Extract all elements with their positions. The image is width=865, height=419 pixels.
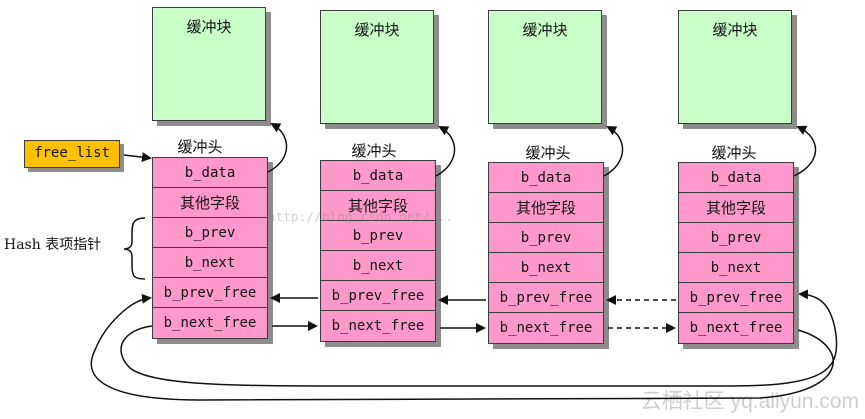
field-b-next-free: b_next_free xyxy=(679,313,793,343)
field-b-prev: b_prev xyxy=(489,223,603,253)
wrap-prev-free-loop xyxy=(120,289,838,387)
buffer-header-label-2: 缓冲头 xyxy=(334,140,414,161)
buffer-header-label-1: 缓冲头 xyxy=(160,136,240,157)
field-b-prev-free: b_prev_free xyxy=(679,283,793,313)
field-b-next: b_next xyxy=(153,248,267,278)
field-b-data: b_data xyxy=(489,163,603,193)
buffer-block-4: 缓冲块 xyxy=(678,10,792,124)
watermark-url: http://blog.csdn.net/... xyxy=(268,210,454,224)
watermark-logo: 云栖社区 yq.aliyun.com xyxy=(640,390,859,413)
wrap-next-free-loop xyxy=(90,293,834,401)
field-b-prev-free: b_prev_free xyxy=(153,278,267,308)
free-list-head: free_list xyxy=(24,140,120,168)
field-b-next: b_next xyxy=(679,253,793,283)
buffer-header-1: b_data 其他字段 b_prev b_next b_prev_free b_… xyxy=(152,157,268,339)
buffer-header-2: b_data 其他字段 b_prev b_next b_prev_free b_… xyxy=(320,160,436,342)
field-b-next-free: b_next_free xyxy=(321,311,435,341)
field-b-data: b_data xyxy=(321,161,435,191)
field-b-prev-free: b_prev_free xyxy=(321,281,435,311)
buffer-block-label: 缓冲块 xyxy=(712,21,758,39)
hash-table-pointer-label: Hash 表项指针 xyxy=(4,237,102,253)
field-b-next-free: b_next_free xyxy=(489,313,603,343)
field-b-prev-free: b_prev_free xyxy=(489,283,603,313)
buffer-header-label-3: 缓冲头 xyxy=(508,142,588,163)
buffer-block-label: 缓冲块 xyxy=(186,18,232,36)
field-b-next: b_next xyxy=(321,251,435,281)
field-b-prev: b_prev xyxy=(321,221,435,251)
field-b-prev: b_prev xyxy=(679,223,793,253)
field-b-next: b_next xyxy=(489,253,603,283)
buffer-header-3: b_data 其他字段 b_prev b_next b_prev_free b_… xyxy=(488,162,604,344)
field-other: 其他字段 xyxy=(153,188,267,218)
b-data-arrow-3 xyxy=(603,126,624,177)
field-other: 其他字段 xyxy=(489,193,603,223)
field-b-data: b_data xyxy=(679,163,793,193)
buffer-block-label: 缓冲块 xyxy=(522,21,568,39)
field-b-prev: b_prev xyxy=(153,218,267,248)
free-list-arrow xyxy=(123,152,152,163)
buffer-header-label-4: 缓冲头 xyxy=(694,142,774,163)
field-b-next-free: b_next_free xyxy=(153,308,267,338)
buffer-block-1: 缓冲块 xyxy=(152,7,266,121)
b-data-arrow-4 xyxy=(793,125,817,177)
buffer-block-label: 缓冲块 xyxy=(354,21,400,39)
b-data-arrow-1 xyxy=(267,123,288,173)
b-data-arrow-2 xyxy=(435,126,456,177)
buffer-block-2: 缓冲块 xyxy=(320,10,434,124)
field-other: 其他字段 xyxy=(679,193,793,223)
field-b-data: b_data xyxy=(153,158,267,188)
buffer-header-4: b_data 其他字段 b_prev b_next b_prev_free b_… xyxy=(678,162,794,344)
field-other: 其他字段 xyxy=(321,191,435,221)
hash-brace xyxy=(123,217,146,280)
buffer-block-3: 缓冲块 xyxy=(488,10,602,124)
